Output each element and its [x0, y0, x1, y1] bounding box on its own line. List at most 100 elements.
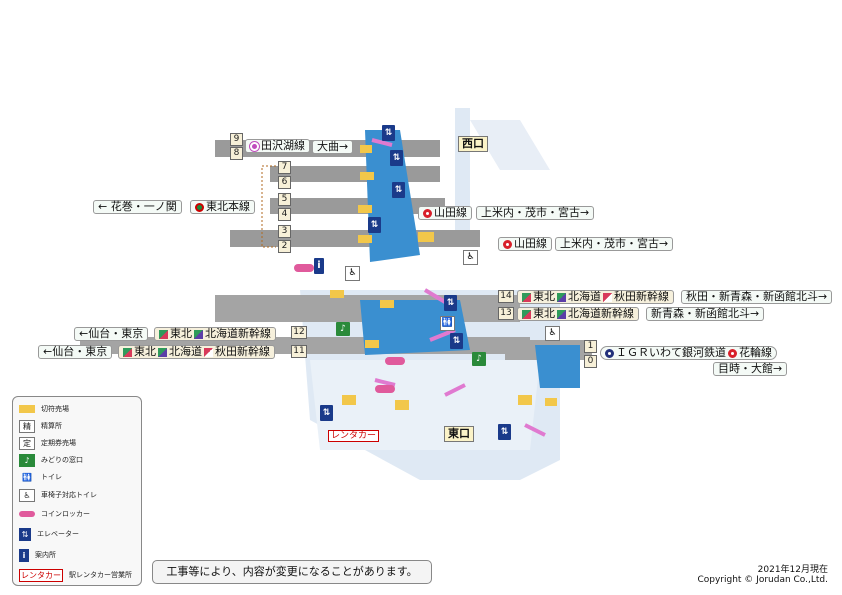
- stair: [342, 395, 356, 405]
- platform-number-9: 9: [230, 133, 243, 146]
- line-name: ＩＧＲいわて銀河鉄道: [616, 346, 726, 359]
- legend-item: 定 定期券売場: [19, 435, 76, 451]
- stair: [360, 172, 374, 180]
- legend-label: コインロッカー: [41, 510, 90, 518]
- label-p12-dest: ←仙台・東京: [74, 327, 149, 341]
- stair: [395, 400, 409, 410]
- info-icon: i: [314, 258, 324, 274]
- line-name: 山田線: [434, 206, 467, 219]
- platform-7-6: [270, 166, 440, 182]
- escalator: [444, 383, 466, 397]
- hokkaido-shinkansen-icon: [158, 347, 167, 357]
- toilet-icon: 🚻: [440, 316, 455, 331]
- label-kamiyonai-upper: 上米内・茂市・宮古→: [476, 206, 595, 220]
- rentacar-office: レンタカー: [328, 430, 380, 442]
- platform-number-13: 13: [498, 307, 514, 320]
- label-kamiyonai-lower: 上米内・茂市・宮古→: [555, 237, 674, 251]
- legend-label: 精算所: [41, 422, 62, 430]
- tohoku-honsen-dot-icon: [195, 202, 204, 212]
- stair: [360, 145, 372, 153]
- ticket-machine-icon: [19, 405, 35, 413]
- line-name: 東北: [533, 307, 555, 320]
- copyright: Copyright © Jorudan Co.,Ltd.: [697, 575, 828, 585]
- toilet-icon: 🚻: [22, 472, 32, 482]
- hokkaido-shinkansen-icon: [557, 309, 566, 319]
- platform-number-7: 7: [278, 161, 291, 174]
- floor-area: [470, 120, 550, 170]
- tohoku-shinkansen-icon: [159, 329, 168, 339]
- platform-3-2: [230, 230, 480, 247]
- tohoku-shinkansen-icon: [522, 292, 531, 302]
- label-p11-dest: ←仙台・東京: [38, 345, 113, 359]
- tohoku-shinkansen-icon: [123, 347, 132, 357]
- elevator-icon: ⇅: [498, 424, 511, 440]
- east-exit: 東口: [444, 426, 474, 442]
- elevator-icon: ⇅: [450, 333, 463, 349]
- line-name: 田沢湖線: [261, 139, 305, 152]
- label-tohoku-honsen: 東北本線: [190, 200, 255, 214]
- elevator-icon: ⇅: [390, 150, 403, 166]
- line-name: 秋田新幹線: [215, 345, 270, 358]
- legend-item: 精 精算所: [19, 418, 62, 434]
- legend-label: トイレ: [41, 473, 62, 481]
- stair: [545, 398, 557, 406]
- stair: [380, 300, 394, 308]
- legend-label: 切符売場: [41, 405, 69, 413]
- stair: [330, 290, 344, 298]
- line-name: 山田線: [514, 237, 547, 250]
- legend: 切符売場 精 精算所 定 定期券売場 ♪ みどりの窓口 🚻 トイレ ♿ 車椅子対…: [12, 396, 142, 586]
- stair: [358, 205, 372, 213]
- label-omagari: 大曲→: [312, 140, 354, 154]
- rentacar-icon: レンタカー: [19, 568, 63, 582]
- label-tazawako: 田沢湖線: [245, 139, 310, 153]
- elevator-icon: ⇅: [382, 125, 395, 141]
- floor-area: [310, 360, 540, 450]
- legend-label: 駅レンタカー営業所: [69, 571, 132, 579]
- line-name: 東北本線: [206, 200, 250, 213]
- info-icon: i: [19, 548, 29, 562]
- legend-label: 車椅子対応トイレ: [41, 491, 97, 499]
- coin-locker-icon: [375, 385, 395, 393]
- platform-number-4: 4: [278, 208, 291, 221]
- label-p14-lines: 東北 北海道 秋田新幹線: [517, 290, 674, 304]
- label-p11-lines: 東北 北海道 秋田新幹線: [118, 345, 275, 359]
- legend-item: 🚻 トイレ: [19, 469, 62, 485]
- label-p13-lines: 東北 北海道新幹線: [517, 307, 639, 321]
- coin-locker-icon: [19, 508, 35, 521]
- accessible-toilet-icon: ♿: [19, 488, 35, 502]
- commuter-pass-icon: 定: [19, 436, 35, 450]
- akita-shinkansen-icon: [204, 347, 213, 357]
- accessible-toilet-icon: ♿: [545, 326, 560, 341]
- elevator-icon: ⇅: [19, 527, 31, 541]
- legend-label: みどりの窓口: [41, 456, 83, 464]
- line-name: 東北: [533, 290, 555, 303]
- label-yamada-lower: 山田線: [498, 237, 552, 251]
- platform-number-2: 2: [278, 240, 291, 253]
- platform-number-12: 12: [291, 326, 307, 339]
- legend-item: ♪ みどりの窓口: [19, 452, 83, 468]
- platform-number-3: 3: [278, 225, 291, 238]
- label-yamada-upper: 山田線: [418, 206, 472, 220]
- escalator: [371, 138, 393, 147]
- accessible-toilet-icon: ♿: [463, 250, 478, 265]
- line-name: 北海道新幹線: [205, 327, 271, 340]
- legend-item: ⇅ エレベーター: [19, 526, 79, 542]
- platform-number-0: 0: [584, 355, 597, 368]
- fare-adjustment-icon: 精: [19, 419, 35, 433]
- elevator-icon: ⇅: [320, 405, 333, 421]
- platform-number-5: 5: [278, 193, 291, 206]
- midori-window-icon: ♪: [19, 453, 35, 467]
- escalator: [524, 423, 546, 437]
- label-p14-dest: 秋田・新青森・新函館北斗→: [681, 290, 833, 304]
- yamada-line-dot-icon: [503, 239, 512, 249]
- platform-bracket: [261, 165, 276, 248]
- elevator-icon: ⇅: [444, 295, 457, 311]
- stair: [358, 235, 372, 243]
- update-date: 2021年12月現在: [757, 565, 828, 575]
- label-p12-lines: 東北 北海道新幹線: [154, 327, 276, 341]
- label-hanamaki: ← 花巻・一ノ関: [93, 200, 182, 214]
- akita-line-dot-icon: [249, 140, 260, 152]
- coin-locker-icon: [385, 357, 405, 365]
- concourse-middle: [360, 300, 470, 355]
